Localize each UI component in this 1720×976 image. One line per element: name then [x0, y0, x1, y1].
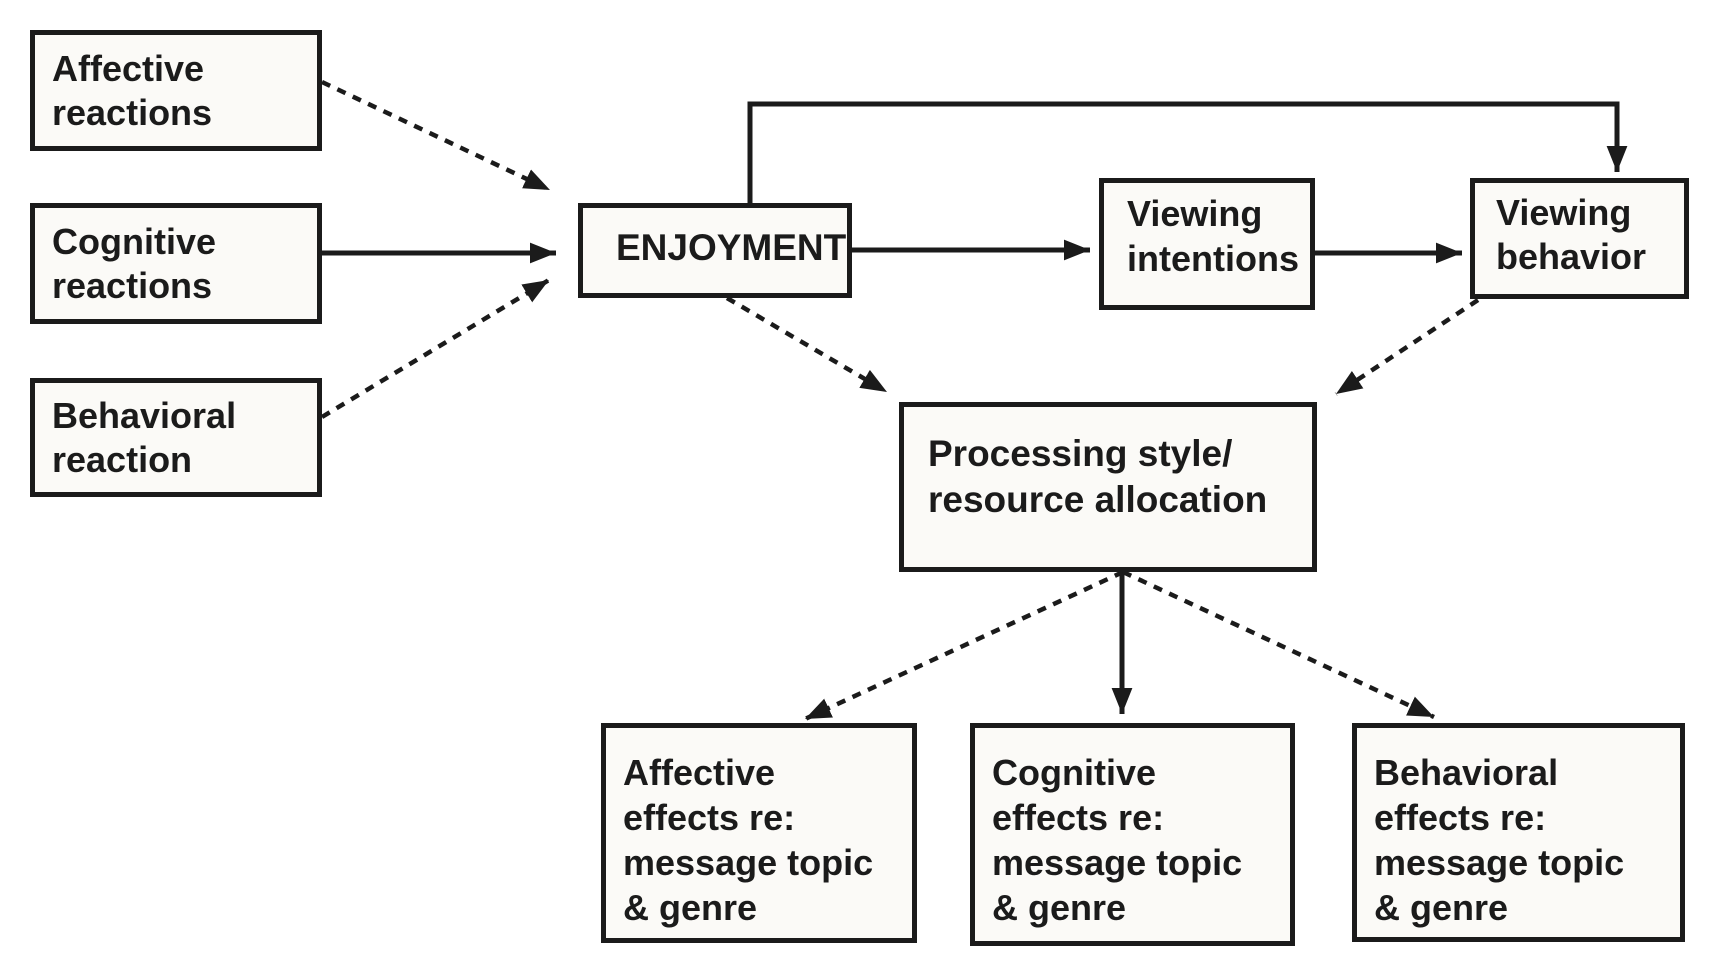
node-viewing-behavior: Viewing behavior	[1470, 178, 1689, 299]
node-label-line: Viewing	[1496, 191, 1632, 233]
edge-affective-reactions-to-enjoyment-arrow	[321, 79, 551, 193]
node-label-line: Affective	[623, 752, 776, 793]
node-viewing-intentions: Viewing intentions	[1099, 178, 1315, 310]
node-cognitive-effects: Cognitive effects re: message topic & ge…	[970, 723, 1295, 946]
node-label-line: resource allocation	[928, 479, 1268, 520]
node-label-line: & genre	[1374, 887, 1509, 928]
edge-behavioral-reaction-to-enjoyment-arrow	[320, 278, 551, 419]
node-label-line: ENJOYMENT	[616, 226, 847, 268]
node-label-line: Processing style/	[928, 433, 1233, 474]
node-label-line: effects re:	[1374, 797, 1547, 838]
node-behavioral-effects: Behavioral effects re: message topic & g…	[1352, 723, 1685, 942]
node-behavioral-reaction: Behavioral reaction	[30, 378, 322, 497]
node-label-line: reaction	[52, 438, 193, 480]
node-label-line: Viewing	[1127, 193, 1263, 234]
node-label-line: message topic	[1374, 842, 1625, 883]
node-label-line: Cognitive	[992, 752, 1157, 793]
node-label-line: Behavioral	[52, 394, 237, 436]
node-label-line: reactions	[52, 91, 213, 133]
node-enjoyment: ENJOYMENT	[578, 203, 852, 298]
edge-processing-style-to-affective-effects-arrow	[804, 569, 1124, 722]
node-affective-reactions: Affective reactions	[30, 30, 322, 151]
node-processing-style-resource-allocation: Processing style/ resource allocation	[899, 402, 1317, 572]
node-label-line: Affective	[52, 47, 205, 89]
node-label-line: & genre	[992, 887, 1127, 928]
node-label-line: & genre	[623, 887, 758, 928]
node-label-line: effects re:	[992, 797, 1165, 838]
node-label-line: reactions	[52, 264, 213, 306]
node-affective-effects: Affective effects re: message topic & ge…	[601, 723, 917, 943]
node-label-line: Behavioral	[1374, 752, 1559, 793]
node-label-line: effects re:	[623, 797, 796, 838]
node-label-line: message topic	[623, 842, 874, 883]
node-label-line: Cognitive	[52, 220, 217, 262]
node-label-line: intentions	[1127, 238, 1299, 279]
node-cognitive-reactions: Cognitive reactions	[30, 203, 322, 324]
node-label-line: message topic	[992, 842, 1243, 883]
edge-viewing-behavior-to-processing-style-arrow	[1334, 298, 1480, 396]
edge-processing-style-to-behavioral-effects-arrow	[1122, 569, 1435, 720]
edge-enjoyment-to-processing-style-arrow	[725, 296, 889, 394]
node-label-line: behavior	[1496, 235, 1647, 277]
